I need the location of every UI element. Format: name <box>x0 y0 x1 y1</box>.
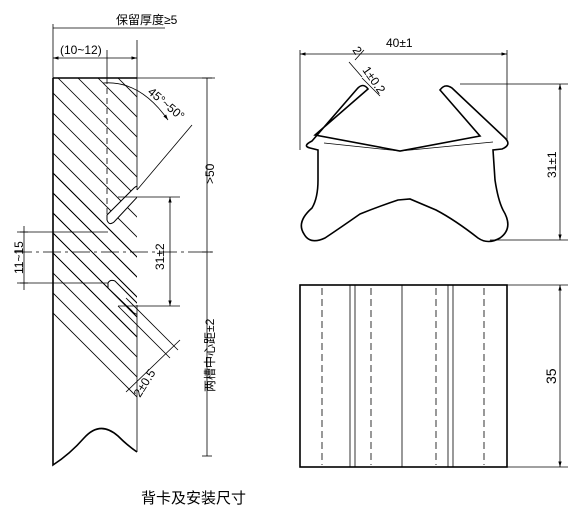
slot-depth-label: >50 <box>203 163 217 184</box>
edge-range-label: (10~12) <box>60 43 102 57</box>
left-vertical-dimensions: >50 两槽中心距±2 <box>137 77 217 457</box>
clip-side-view <box>299 284 508 468</box>
top-dimensions: 保留厚度≥5 (10~12) <box>52 12 178 78</box>
length-dimension: 35 <box>507 284 568 468</box>
height-label: 31±1 <box>545 151 559 178</box>
height-dimension: 31±1 <box>460 83 568 241</box>
width-dimension: 40±1 <box>299 36 508 150</box>
thickness-a-label: 2 <box>350 44 365 58</box>
thickness-dimension: 2 1±0.2 <box>348 44 388 97</box>
retain-thickness-label: 保留厚度≥5 <box>116 12 178 27</box>
hatching <box>53 78 137 465</box>
stone-section <box>52 77 138 467</box>
slot-width-dimension: 2±0.5 <box>117 297 181 400</box>
length-label: 35 <box>543 368 559 384</box>
clip-profile <box>300 84 509 243</box>
offset-dimension: 11~15 <box>12 226 108 290</box>
slot-span-dimension: 31±2 <box>118 196 180 307</box>
slot-span-label: 31±2 <box>153 243 167 270</box>
drawing-caption: 背卡及安装尺寸 <box>141 489 246 507</box>
center-distance-label: 两槽中心距±2 <box>202 318 217 392</box>
offset-label: 11~15 <box>12 241 26 274</box>
width-label: 40±1 <box>386 36 413 50</box>
